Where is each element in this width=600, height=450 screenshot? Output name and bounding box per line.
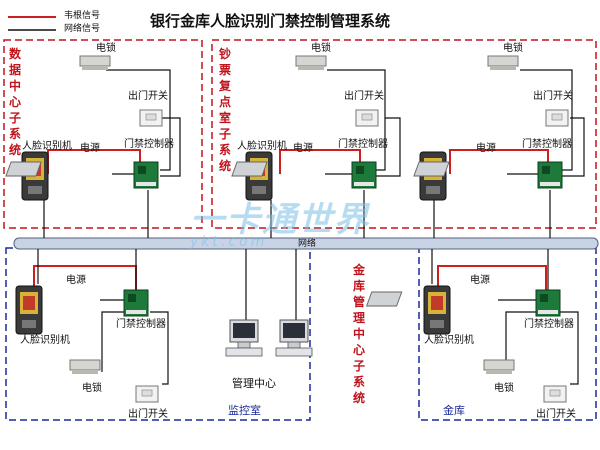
exit-button-key — [145, 113, 157, 121]
power-supply-icon — [365, 291, 403, 307]
face-reader-keypad — [28, 186, 42, 194]
unit-vault-wires — [431, 249, 579, 385]
electric-lock-plate — [82, 66, 108, 70]
zone-label-vault-center: 金库管理中心子系统 — [352, 263, 365, 405]
face-reader-keypad — [426, 186, 440, 194]
lock-label: 电锁 — [311, 43, 331, 54]
controller-label: 门禁控制器 — [522, 139, 572, 150]
lock-label: 电锁 — [503, 43, 523, 54]
bus-label: 网络 — [298, 239, 317, 249]
exit-button-label: 出门开关 — [533, 91, 573, 102]
power-label: 电源 — [80, 143, 100, 154]
electric-lock-icon — [483, 359, 515, 371]
computer-stand — [287, 341, 301, 349]
power-label: 电源 — [470, 275, 490, 286]
zone-label-cash-room: 钞票复点室子系统 — [218, 47, 231, 173]
face-reader-face — [431, 296, 443, 310]
exit-button-label: 出门开关 — [128, 409, 168, 420]
power-label: 电源 — [293, 143, 313, 154]
electric-lock-plate — [298, 66, 324, 70]
computer-screen — [283, 323, 305, 338]
electric-lock-plate — [72, 370, 98, 374]
power-label: 电源 — [476, 143, 496, 154]
controller-terminal — [540, 182, 560, 186]
zone-label-vault: 金库 — [443, 404, 465, 417]
legend-red-label: 韦根信号 — [64, 11, 101, 21]
unit-monitor-room-wires — [33, 249, 169, 385]
lock-label: 电锁 — [96, 43, 116, 54]
controller-label: 门禁控制器 — [524, 319, 574, 330]
face-reader-keypad — [252, 186, 266, 194]
watermark-subtext: ykt.com — [190, 234, 268, 250]
unit-upper-right-wires — [433, 69, 585, 238]
controller-label: 门禁控制器 — [338, 139, 388, 150]
power-supply-icon — [5, 161, 42, 177]
controller-label: 门禁控制器 — [124, 139, 174, 150]
controller-chip — [138, 166, 146, 174]
electric-lock-icon — [69, 359, 101, 371]
face-reader-keypad — [22, 320, 36, 328]
controller-terminal — [126, 310, 146, 314]
controller-terminal — [538, 310, 558, 314]
face-reader-label: 人脸识别机 — [424, 335, 474, 346]
zone-label-data-center: 数据中心子系统 — [8, 47, 21, 157]
lock-label: 电锁 — [82, 383, 102, 394]
watermark-text: 一卡通世界 — [190, 200, 370, 240]
power-supply-icon — [413, 161, 450, 177]
electric-lock-icon — [295, 55, 327, 67]
page-title: 银行金库人脸识别门禁控制管理系统 — [150, 12, 391, 30]
computer-keyboard — [225, 347, 263, 357]
exit-button-label: 出门开关 — [536, 409, 576, 420]
face-reader-face — [23, 296, 35, 310]
exit-button-key — [549, 389, 561, 397]
unit-cash-room-wires — [270, 69, 401, 238]
zone-box-data-center — [3, 39, 203, 229]
electric-lock-icon — [487, 55, 519, 67]
controller-chip — [542, 166, 550, 174]
electric-lock-icon — [79, 55, 111, 67]
electric-lock-plate — [490, 66, 516, 70]
zone-label-monitor-room: 监控室 — [228, 404, 261, 417]
face-reader-label: 人脸识别机 — [237, 141, 287, 152]
network-bus — [13, 237, 599, 250]
controller-terminal — [136, 182, 156, 186]
lock-label: 电锁 — [494, 383, 514, 394]
face-reader-keypad — [430, 320, 444, 328]
exit-button-key — [551, 113, 563, 121]
controller-chip — [128, 294, 136, 302]
computer-stand — [237, 341, 251, 349]
computer-screen — [233, 323, 255, 338]
controller-label: 门禁控制器 — [116, 319, 166, 330]
face-reader-label: 人脸识别机 — [20, 335, 70, 346]
zone-box-cash-room — [211, 39, 597, 229]
electric-lock-plate — [486, 370, 512, 374]
computer-keyboard — [275, 347, 313, 357]
controller-terminal — [354, 182, 374, 186]
controller-chip — [356, 166, 364, 174]
power-label: 电源 — [66, 275, 86, 286]
exit-button-label: 出门开关 — [128, 91, 168, 102]
exit-button-label: 出门开关 — [344, 91, 384, 102]
power-supply-icon — [231, 161, 268, 177]
exit-button-key — [141, 389, 153, 397]
legend-black-label: 网络信号 — [64, 24, 101, 34]
controller-chip — [540, 294, 548, 302]
mgmt-center-label: 管理中心 — [232, 377, 276, 390]
exit-button-key — [361, 113, 373, 121]
zone-box-monitor-room — [5, 247, 311, 421]
face-reader-label: 人脸识别机 — [22, 141, 72, 152]
